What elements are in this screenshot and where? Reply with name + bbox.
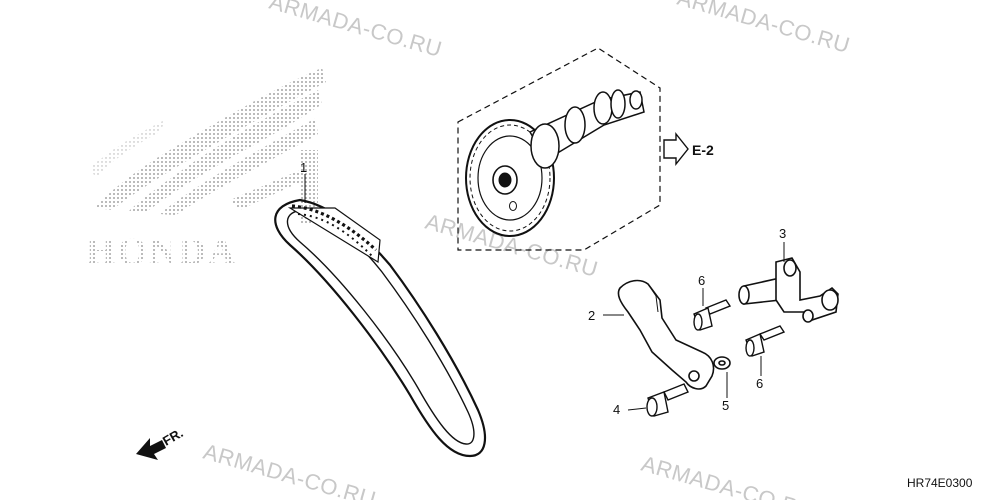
camshaft [528,89,645,169]
cam-chain [274,198,486,458]
bolt-part-6-lower [745,325,786,357]
reference-e2: E-2 [663,132,714,166]
watermark: ARMADA-CO.RU [639,451,817,500]
callout-part-4: 4 [613,402,620,417]
honda-wing-logo: HONDA [86,68,326,273]
callout-part-3: 3 [779,226,786,241]
bolt-part-6-upper [693,299,732,331]
watermark: ARMADA-CO.RU [675,0,853,58]
callout-part-6-upper: 6 [698,273,705,288]
honda-logo-text: HONDA [86,231,237,273]
leader-line [627,407,647,411]
watermark: ARMADA-CO.RU [201,439,379,500]
callout-part-6-lower: 6 [756,376,763,391]
callout-part-2: 2 [588,308,595,323]
bolt-part-4 [646,383,689,417]
camshaft-assembly-box [457,47,661,251]
cam-sprocket [465,119,555,237]
tensioner-lifter [738,257,839,323]
callout-part-5: 5 [722,398,729,413]
front-direction-indicator: FR. [136,425,186,460]
tensioner-arm [617,279,715,390]
watermark: ARMADA-CO.RU [267,0,445,62]
diagram-code: HR74E0300 [907,476,973,490]
callout-part-1: 1 [300,160,307,175]
washer-part-5 [713,356,731,370]
reference-e2-label: E-2 [692,142,714,158]
